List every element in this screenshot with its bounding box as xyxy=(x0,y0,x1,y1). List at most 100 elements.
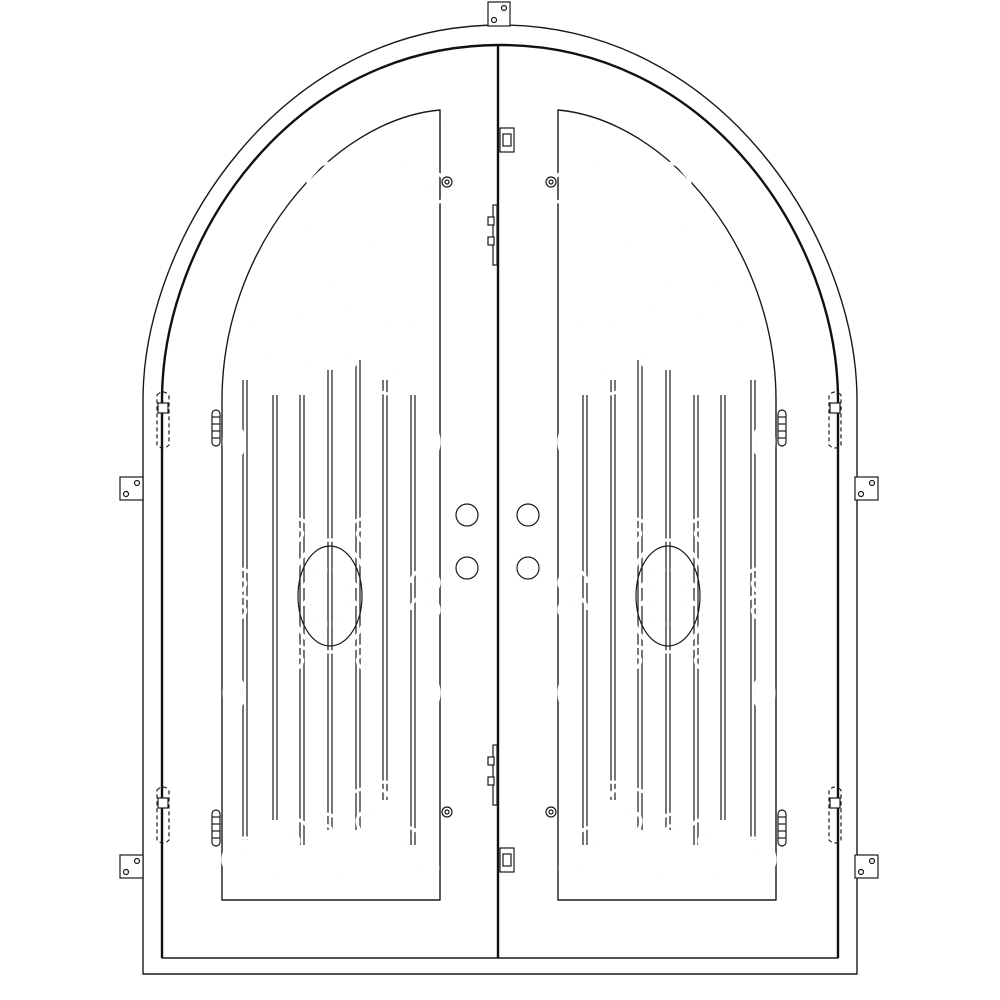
frame-hinge-icon xyxy=(829,402,841,414)
rosette-screw-icon xyxy=(548,809,554,815)
mounting-bracket xyxy=(487,1,511,27)
c-scroll xyxy=(685,644,717,672)
bottom-scroll xyxy=(365,780,405,815)
medallion-scroll xyxy=(676,578,696,596)
door-hardware xyxy=(119,1,879,879)
right-door-leaf xyxy=(545,109,842,901)
inner-frame-arch xyxy=(160,43,840,958)
screw-hole-icon xyxy=(122,868,130,876)
top-scroll xyxy=(276,296,324,337)
frame-hinge-icon xyxy=(828,786,842,844)
medallion-scroll xyxy=(308,614,328,632)
medallion-scroll xyxy=(332,560,352,578)
latch-strike xyxy=(492,744,498,806)
mounting-bracket xyxy=(119,476,144,501)
medallion-scroll xyxy=(670,560,690,578)
side-scroll xyxy=(224,567,256,595)
c-scroll xyxy=(347,644,379,672)
hinge-block xyxy=(777,409,787,447)
glass-panel xyxy=(221,109,441,901)
side-scroll xyxy=(742,567,774,595)
side-scroll xyxy=(557,594,589,622)
latch-strike xyxy=(492,204,498,266)
bottom-scroll xyxy=(593,780,633,815)
screw-hole-icon xyxy=(122,490,130,498)
medallion-inner-ring xyxy=(635,545,701,647)
top-scroll xyxy=(292,352,328,383)
side-scroll xyxy=(557,567,589,595)
medallion-scroll xyxy=(640,596,660,614)
bottom-scroll xyxy=(655,812,691,843)
top-scroll xyxy=(231,306,279,347)
oval-slot xyxy=(752,423,776,461)
lock-hole xyxy=(455,503,479,527)
top-scroll xyxy=(363,308,407,346)
medallion-ring xyxy=(628,538,708,654)
bottom-scroll xyxy=(400,850,440,885)
oval-slot xyxy=(557,423,581,461)
hinge-block xyxy=(211,809,221,847)
bottom-scroll xyxy=(620,842,656,873)
bottom-scroll xyxy=(558,850,598,885)
top-scroll xyxy=(375,140,435,192)
top-scroll xyxy=(698,270,738,305)
bottom-scroll xyxy=(729,836,777,877)
mounting-bracket xyxy=(854,476,879,501)
left-door-leaf xyxy=(156,109,453,901)
top-scroll xyxy=(674,296,722,337)
glass-panel xyxy=(557,109,777,901)
latch-strike xyxy=(487,216,495,226)
top-scroll xyxy=(704,336,752,377)
c-scroll xyxy=(619,517,651,545)
top-scroll xyxy=(336,216,404,274)
bottom-scroll xyxy=(307,812,343,843)
c-scroll xyxy=(281,644,313,672)
hinge-block xyxy=(777,809,787,847)
oval-slot xyxy=(752,674,776,712)
medallion-scroll xyxy=(302,596,322,614)
top-scroll xyxy=(563,310,603,345)
screw-hole-icon xyxy=(133,857,141,865)
door-frame xyxy=(142,24,858,975)
side-scroll xyxy=(224,594,256,622)
frame-hinge-icon xyxy=(157,402,169,414)
c-scroll xyxy=(347,517,379,545)
mounting-bracket xyxy=(119,854,144,879)
top-scroll xyxy=(395,310,435,345)
latch-strike xyxy=(487,776,495,786)
screw-hole-icon xyxy=(500,4,508,12)
flush-bolt xyxy=(502,133,512,147)
top-scroll xyxy=(581,358,625,396)
lock-hole xyxy=(455,556,479,580)
side-scroll xyxy=(409,567,441,595)
bottom-oval-slot xyxy=(648,872,688,898)
oval-slot xyxy=(417,674,441,712)
top-scroll xyxy=(563,140,623,192)
lock-hole xyxy=(516,503,540,527)
bottom-scroll xyxy=(221,836,269,877)
top-scroll xyxy=(288,213,332,251)
top-scroll xyxy=(548,170,588,205)
screw-hole-icon xyxy=(857,868,865,876)
side-scroll xyxy=(409,594,441,622)
top-scroll xyxy=(666,213,710,251)
medallion-scroll xyxy=(676,596,696,614)
top-scroll xyxy=(670,352,706,383)
bottom-scroll xyxy=(573,825,613,860)
medallion-scroll xyxy=(338,578,358,596)
screw-hole-icon xyxy=(857,490,865,498)
top-scroll xyxy=(594,216,662,274)
top-scroll xyxy=(323,288,367,326)
top-scroll xyxy=(373,358,417,396)
top-scroll xyxy=(246,336,294,377)
top-scroll xyxy=(631,288,675,326)
frame-hinge-icon xyxy=(157,797,169,809)
bottom-scroll xyxy=(342,842,378,873)
bottom-scroll xyxy=(385,825,425,860)
frame-hinge-icon xyxy=(828,391,842,449)
medallion-scroll xyxy=(308,560,328,578)
medallion-scroll xyxy=(670,614,690,632)
top-scroll xyxy=(333,343,367,373)
medallion-scroll xyxy=(640,578,660,596)
